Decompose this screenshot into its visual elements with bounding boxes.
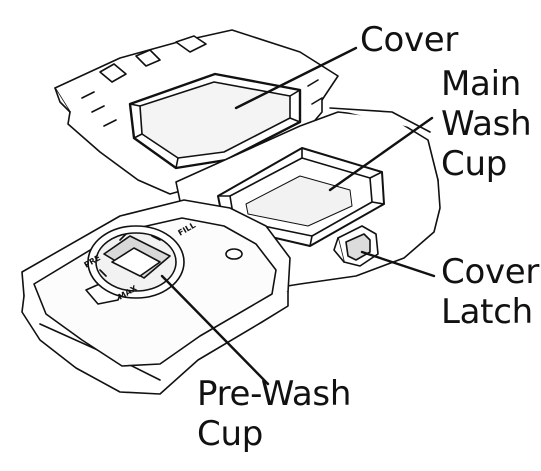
- prewash-panel: [21, 199, 291, 395]
- cover-latch-leader: [360, 250, 436, 278]
- label-cover-text: Cover: [360, 20, 459, 60]
- prewash-leader: [160, 274, 270, 386]
- label-cover-latch: Cover Latch: [441, 252, 539, 332]
- label-cover-latch-line-2: Latch: [441, 292, 533, 332]
- cover-leader: [234, 46, 358, 110]
- label-cover-latch-line-1: Cover: [441, 252, 540, 292]
- label-pre-wash-line-1: Pre-Wash: [197, 374, 352, 414]
- leader-lines: [160, 46, 436, 386]
- label-pre-wash-line-2: Cup: [197, 414, 263, 454]
- label-main-wash-cup: Main Wash Cup: [441, 64, 532, 184]
- label-main-wash-line-1: Main: [441, 64, 521, 104]
- label-pre-wash-cup: Pre-Wash Cup: [197, 374, 351, 454]
- label-main-wash-line-2: Wash: [441, 104, 532, 144]
- label-main-wash-line-3: Cup: [441, 144, 507, 184]
- prewash-dial: [87, 225, 185, 299]
- label-cover: Cover: [360, 20, 458, 60]
- cover-latch-part: [333, 225, 379, 267]
- main-wash-leader: [328, 116, 434, 192]
